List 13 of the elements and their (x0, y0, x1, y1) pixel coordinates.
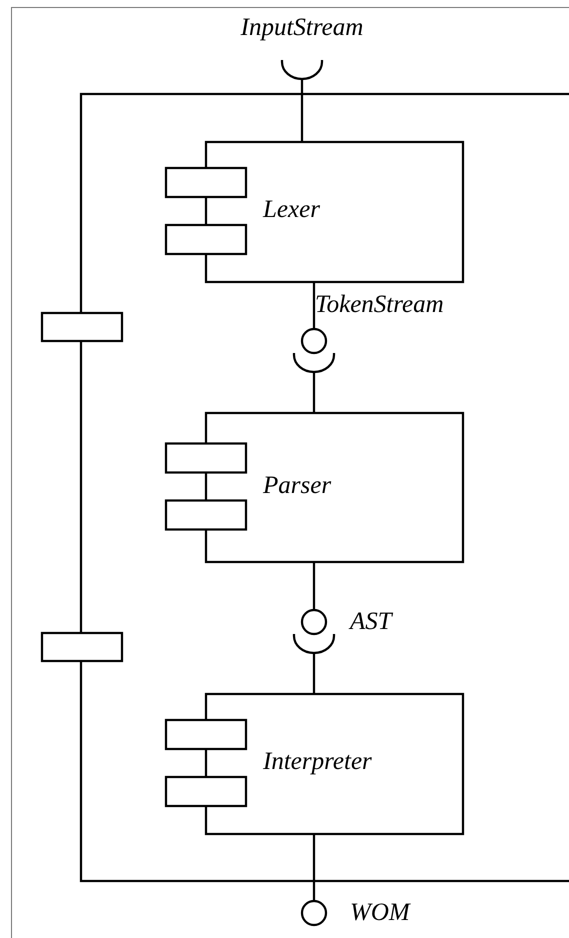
connector-line (312, 563, 316, 609)
connector-line (312, 283, 316, 328)
interface-label: AST (350, 608, 392, 636)
interface-label: WOM (350, 899, 410, 927)
connector-line (312, 373, 316, 412)
interface-label: TokenStream (315, 291, 444, 319)
connector-line (300, 80, 304, 141)
component-name: Parser (263, 472, 332, 500)
interface-label: InputStream (240, 14, 364, 42)
component-name: Lexer (263, 196, 320, 224)
connector-line (312, 835, 316, 900)
component-name: Interpreter (263, 748, 372, 776)
connector-line (312, 654, 316, 693)
